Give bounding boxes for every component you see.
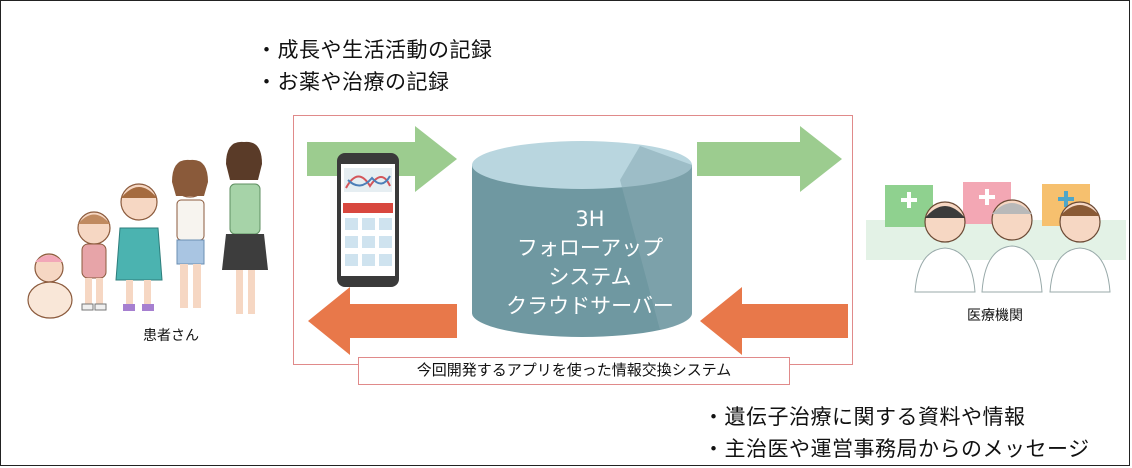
bottom-notes: ・遺伝子治療に関する資料や情報 ・主治医や運営事務局からのメッセージ (703, 401, 1090, 465)
server-line-4: クラウドサーバー (506, 294, 674, 318)
note-growth-record: ・成長や生活活動の記録 (256, 38, 493, 62)
smartphone-app-icon (337, 153, 399, 287)
server-line-3: システム (548, 265, 632, 289)
teen-figure (172, 159, 208, 308)
server-line-2: フォローアップ (516, 236, 664, 260)
doctor-figures (914, 199, 1111, 293)
note-medicine-record: ・お薬や治療の記録 (256, 70, 450, 94)
system-caption: 今回開発するアプリを使った情報交換システム (358, 357, 790, 385)
baby-figure (27, 253, 73, 319)
patients-illustration (27, 141, 268, 319)
arrow-orange-left (308, 287, 457, 355)
patients-label: 患者さん (143, 328, 199, 344)
cloud-server-label: 3H フォローアップ システム クラウドサーバー (470, 205, 710, 321)
toddler-figure (77, 211, 111, 311)
top-notes: ・成長や生活活動の記録 ・お薬や治療の記録 (256, 34, 493, 98)
note-gene-therapy-info: ・遺伝子治療に関する資料や情報 (703, 405, 1026, 429)
arrow-orange-right (700, 287, 848, 355)
cloud-server-database-icon (472, 141, 693, 337)
child-figure (115, 183, 163, 311)
arrow-green-right (697, 126, 842, 192)
adult-figure (222, 141, 268, 314)
note-messages: ・主治医や運営事務局からのメッセージ (703, 437, 1090, 461)
server-line-1: 3H (575, 207, 605, 231)
medical-label: 医療機関 (967, 308, 1023, 324)
medical-institution-illustration (866, 182, 1126, 293)
